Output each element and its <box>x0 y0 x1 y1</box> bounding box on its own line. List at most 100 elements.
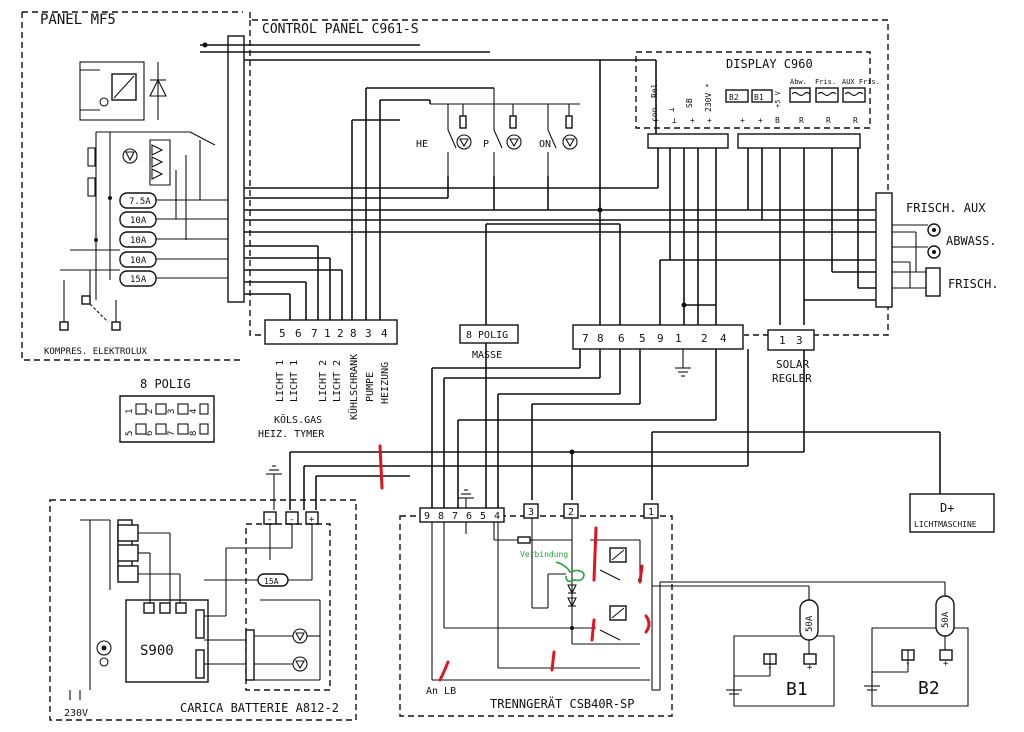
display-pin: + <box>740 116 745 125</box>
charger-terminal: - <box>267 515 272 525</box>
charger-title: CARICA BATTERIE A812-2 <box>180 701 339 715</box>
display-abw: Abw. <box>790 78 807 86</box>
mains-plug-icon <box>96 640 112 656</box>
label-heiz-tymer: HEIZ. TYMER <box>258 429 325 440</box>
switch-label-p: P <box>483 139 489 150</box>
wire-label-pumpe: PUMPE <box>365 372 376 402</box>
display-pin: R <box>826 116 831 125</box>
wire-label-heizung: HEIZUNG <box>380 362 391 404</box>
wire-label-kuehlschrank: KÜHLSCHRANK <box>347 354 360 420</box>
display-b1: B1 <box>754 93 764 102</box>
trenn-pin: 3 <box>528 507 534 518</box>
panel-mf5: PANEL MF5 KOMPRES. ELEKTROLUX 7.5A 10A <box>21 11 243 361</box>
mf5-connector-bar <box>227 35 245 303</box>
connector-b-pin: 6 <box>618 332 625 345</box>
display-connector-right <box>737 133 861 149</box>
regler-label: REGLER <box>772 372 812 385</box>
connector-a-pin: 6 <box>295 327 302 340</box>
display-label-sb: SB <box>685 98 694 108</box>
d-plus-lichtmaschine: D+ LICHTMASCHINE <box>909 493 995 533</box>
trenn-pin: 1 <box>648 507 654 518</box>
red-marks <box>378 444 651 682</box>
polig-key-title: 8 POLIG <box>140 377 191 391</box>
charger-a812-2: CARICA BATTERIE A812-2 - - + S900 230V 1… <box>49 499 357 721</box>
label-frisch-aux: FRISCH. AUX <box>906 201 986 215</box>
display-label-gnd: ⊥ <box>667 107 676 112</box>
polig-pin: 4 <box>189 409 199 414</box>
fuse-label: 10A <box>130 256 147 266</box>
trenngeraet-csb40r-sp: TRENNGERÄT CSB40R-SP 9 8 7 6 5 4 3 2 1 <box>399 503 673 717</box>
display-b1-box <box>751 89 773 103</box>
trenn-pin: 5 <box>480 511 486 522</box>
trenn-pin: 2 <box>568 507 574 518</box>
connector-a: 5 6 7 1 2 8 3 4 LICHT 1 LICHT 1 LICHT 2 … <box>258 319 398 440</box>
polig-pin: 5 <box>125 431 135 436</box>
connector-masse: 8 POLIG MASSE <box>459 324 519 361</box>
connector-a-pin: 2 <box>337 327 344 340</box>
polig-pin: 3 <box>167 409 177 414</box>
polig-key: 8 POLIG 1 2 3 4 5 6 7 8 <box>119 377 215 443</box>
battery-b1-label: B1 <box>786 679 808 700</box>
kompres-label: KOMPRES. ELEKTROLUX <box>44 347 148 357</box>
wire-label-licht2: LICHT 2 <box>332 360 343 402</box>
polig-pin: 6 <box>145 431 155 436</box>
solar-regler: 1 3 SOLAR REGLER <box>767 329 815 385</box>
panel-mf5-title: PANEL MF5 <box>40 12 116 28</box>
trenn-pin: 6 <box>466 511 472 522</box>
harness <box>266 343 941 510</box>
connector-a-pin: 7 <box>311 327 318 340</box>
fuse-label: 15A <box>130 275 147 285</box>
switch-group: HE P ON <box>416 88 580 176</box>
connector-b-pin: 8 <box>597 332 604 345</box>
battery-b1 <box>733 635 835 707</box>
display-connector-left <box>647 133 729 149</box>
connector-b-pin: 7 <box>582 332 589 345</box>
s900-label: S900 <box>140 643 174 659</box>
connector-b: 7 8 6 5 9 1 2 4 <box>572 324 744 377</box>
display-c960: DISPLAY C960 con. Rel. ⊥ SB 230V ⁴ + ⊥ +… <box>635 51 880 129</box>
trenn-pin: 9 <box>424 511 430 522</box>
s900-unit <box>125 599 209 683</box>
display-pin: + <box>690 116 695 125</box>
label-koels-gas: KÖLS.GAS <box>274 413 322 426</box>
display-label-con-rel: con. Rel. <box>650 79 659 122</box>
polig-pin: 1 <box>125 409 135 414</box>
solar-label: SOLAR <box>776 358 809 371</box>
display-pin: + <box>758 116 763 125</box>
an-lb-note: An LB <box>426 686 456 697</box>
connector-b-pin: 4 <box>720 332 727 345</box>
connector-a-pin: 3 <box>365 327 372 340</box>
display-aux-fris: AUX Fris. <box>842 78 880 86</box>
connector-b-pin: 1 <box>675 332 682 345</box>
batteries: B1 - + 50A B2 - + 50A <box>652 581 969 707</box>
polig-pin: 8 <box>189 431 199 436</box>
svg-text:+: + <box>807 663 813 673</box>
display-pin: B <box>775 116 780 125</box>
wire-label-licht2: LICHT 2 <box>318 360 329 402</box>
trenn-pin: 7 <box>452 511 458 522</box>
fuse-label: 10A <box>130 216 147 226</box>
display-pin: R <box>853 116 858 125</box>
charger-terminal: + <box>309 515 315 525</box>
connector-b-pin: 9 <box>657 332 664 345</box>
connector-a-pin: 5 <box>279 327 286 340</box>
trenn-title: TRENNGERÄT CSB40R-SP <box>490 696 635 711</box>
display-pin: R <box>799 116 804 125</box>
fuse-block: 7.5A 10A 10A 10A 15A <box>119 192 157 287</box>
fuse-label: 7.5A <box>129 197 151 207</box>
wire-label-licht1: LICHT 1 <box>275 360 286 402</box>
connector-a-pin: 8 <box>350 327 357 340</box>
d-plus-label: D+ <box>940 501 954 515</box>
polig-pin: 7 <box>167 431 177 436</box>
display-pin: + <box>707 116 712 125</box>
label-abwass: ABWASS. <box>946 234 997 248</box>
connector-a-pin: 1 <box>324 327 331 340</box>
verbindung-mark <box>555 561 585 583</box>
sensor-frisch <box>925 267 941 297</box>
tank-sensors: FRISCH. AUX ABWASS. FRISCH. <box>892 201 999 297</box>
display-b2: B2 <box>729 93 739 102</box>
solar-pin: 1 <box>779 334 786 347</box>
connector-a-pin: 4 <box>381 327 388 340</box>
connector-b-pin: 2 <box>701 332 708 345</box>
